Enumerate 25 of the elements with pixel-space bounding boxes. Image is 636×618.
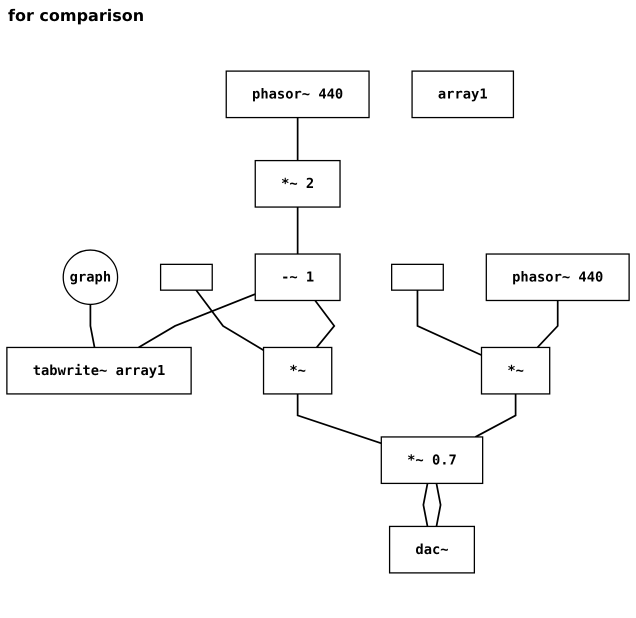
node-box: *~ xyxy=(262,346,332,395)
node-box: *~ 2 xyxy=(254,160,341,208)
node-box xyxy=(391,264,444,291)
connector xyxy=(138,293,256,348)
connector xyxy=(416,290,482,356)
node-box: *~ xyxy=(480,346,550,395)
connector xyxy=(296,394,382,444)
node-box: -~ 1 xyxy=(254,253,341,302)
connector xyxy=(422,483,428,527)
connector xyxy=(90,304,96,348)
node-box: dac~ xyxy=(388,526,476,574)
node-box: tabwrite~ array1 xyxy=(6,346,192,395)
connector xyxy=(296,207,298,254)
connector xyxy=(296,118,298,161)
comment-text: for comparison xyxy=(8,6,144,25)
connector xyxy=(475,394,516,438)
node-box: phasor~ 440 xyxy=(226,70,370,118)
node-box: phasor~ 440 xyxy=(486,253,630,302)
connector xyxy=(195,290,264,351)
node-box: array1 xyxy=(411,70,514,118)
connector xyxy=(536,300,559,348)
node-box xyxy=(160,264,213,291)
connector xyxy=(436,483,442,527)
node-box: *~ 0.7 xyxy=(380,436,484,484)
node-circle: graph xyxy=(62,249,118,306)
